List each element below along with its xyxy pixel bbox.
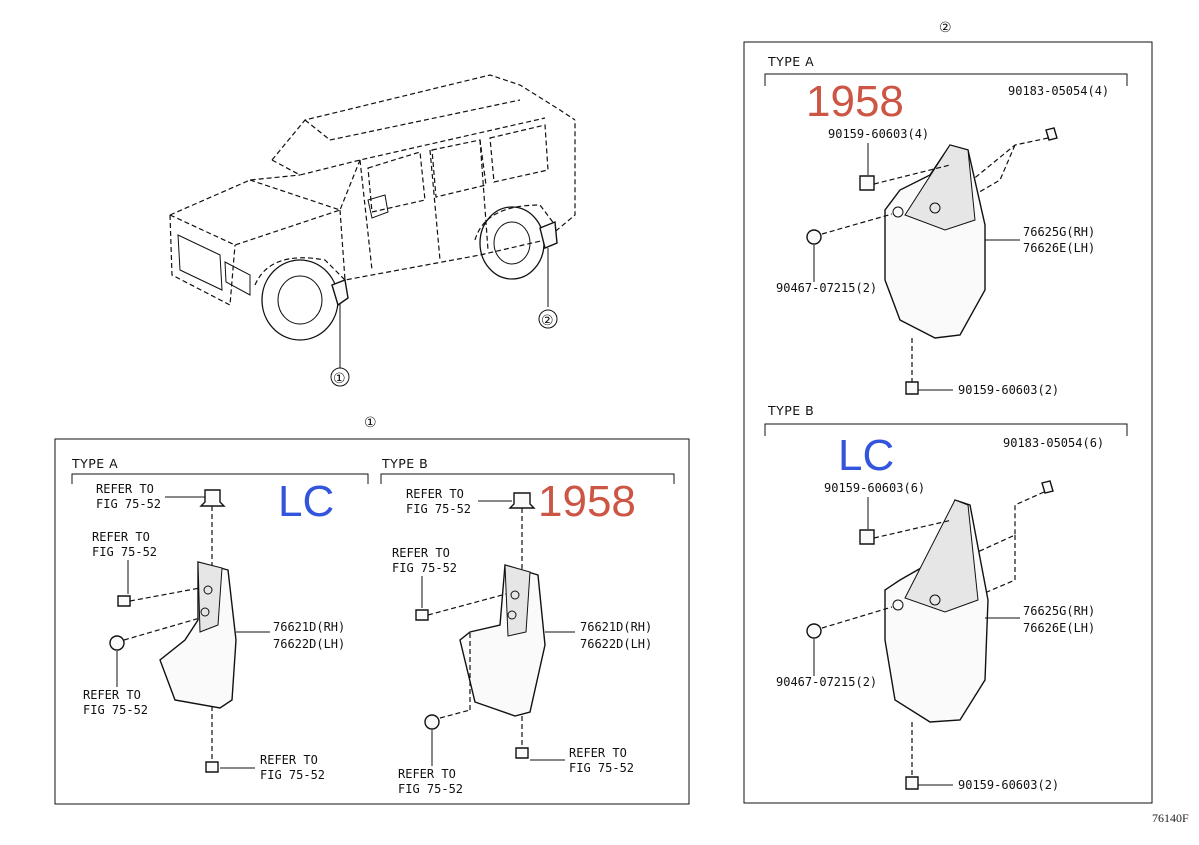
panel2-typeA-drawing (806, 127, 1058, 395)
p2b-bolt-bottom: 90159-60603(2) (958, 778, 1059, 792)
callout-1-circle (330, 367, 350, 387)
p2a-rivet: 90467-07215(2) (776, 281, 877, 295)
p1a-part-lh: 76622D(LH) (273, 637, 345, 651)
diagram-code: 76140F (1152, 811, 1189, 825)
callout-2-circle (538, 309, 558, 329)
callout-2: ② (541, 313, 554, 329)
p1a-part-rh: 76621D(RH) (273, 620, 345, 634)
p1a-low-ref1: REFER TO (83, 688, 141, 702)
panel-1-callout: ① (364, 415, 377, 431)
panel2-typeB-overlay: LC (838, 431, 894, 480)
p1b-bot-ref1: REFER TO (569, 746, 627, 760)
p1a-mid-ref2: FIG 75-52 (92, 545, 157, 559)
p1b-low-ref2: FIG 75-52 (398, 782, 463, 796)
panel-2-frame (743, 41, 1153, 804)
p1b-mid-ref2: FIG 75-52 (392, 561, 457, 575)
p2a-bolt-top: 90159-60603(4) (828, 127, 929, 141)
panel-1-frame (54, 438, 690, 805)
p1b-low-ref1: REFER TO (398, 767, 456, 781)
panel1-typeB-drawing (415, 492, 575, 766)
p1a-bot-ref1: REFER TO (260, 753, 318, 767)
p2a-clip: 90183-05054(4) (1008, 84, 1109, 98)
p1a-top-ref1: REFER TO (96, 482, 154, 496)
p1a-low-ref2: FIG 75-52 (83, 703, 148, 717)
p2b-bolt-top: 90159-60603(6) (824, 481, 925, 495)
p1a-top-ref2: FIG 75-52 (96, 497, 161, 511)
p2a-part-lh: 76626E(LH) (1023, 241, 1095, 255)
p2b-part-rh: 76625G(RH) (1023, 604, 1095, 618)
p1b-top-ref1: REFER TO (406, 487, 464, 501)
panel2-typeA-header: TYPE A (767, 54, 814, 69)
p1b-part-rh: 76621D(RH) (580, 620, 652, 634)
panel1-typeB-header: TYPE B (381, 456, 428, 471)
p1b-mid-ref1: REFER TO (392, 546, 450, 560)
p2b-clip: 90183-05054(6) (1003, 436, 1104, 450)
p2b-rivet: 90467-07215(2) (776, 675, 877, 689)
p1b-top-ref2: FIG 75-52 (406, 502, 471, 516)
panel1-typeB-overlay: 1958 (538, 477, 636, 526)
vehicle-illustration (169, 74, 576, 368)
panel-2-callout: ② (939, 20, 952, 36)
panel1-typeA-overlay: LC (278, 477, 334, 526)
p1a-bot-ref2: FIG 75-52 (260, 768, 325, 782)
panel2-typeB-header: TYPE B (767, 403, 814, 418)
panel1-typeA-header: TYPE A (71, 456, 118, 471)
p1b-bot-ref2: FIG 75-52 (569, 761, 634, 775)
callout-1: ① (333, 371, 346, 387)
p1a-mid-ref1: REFER TO (92, 530, 150, 544)
p2b-part-lh: 76626E(LH) (1023, 621, 1095, 635)
panel2-typeA-overlay: 1958 (806, 77, 904, 126)
panel2-typeB-drawing (806, 480, 1054, 790)
p2a-bolt-bottom: 90159-60603(2) (958, 383, 1059, 397)
panel1-typeA-drawing (109, 489, 270, 773)
p2a-part-rh: 76625G(RH) (1023, 225, 1095, 239)
p1b-part-lh: 76622D(LH) (580, 637, 652, 651)
